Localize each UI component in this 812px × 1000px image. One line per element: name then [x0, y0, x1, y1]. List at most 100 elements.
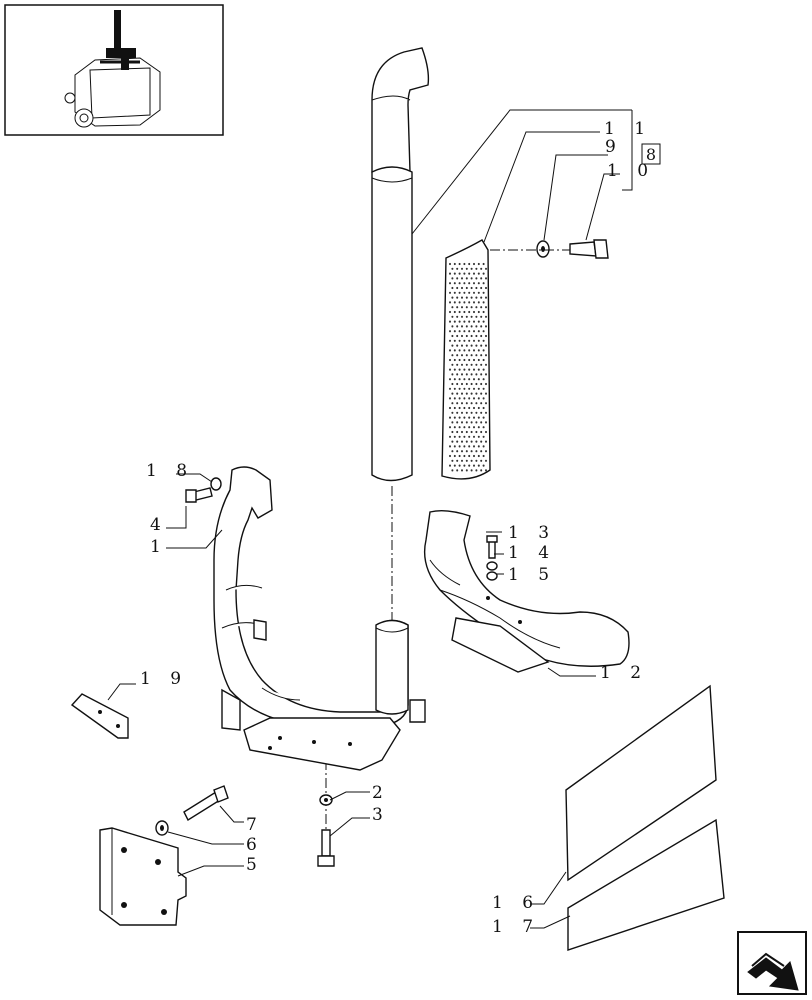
callout-19[interactable]: 1 9	[140, 669, 188, 689]
perforation-hole	[449, 426, 451, 429]
perforation-hole	[470, 306, 473, 309]
perforation-hole	[465, 296, 468, 299]
callout-7[interactable]: 7	[246, 815, 264, 835]
callout-3[interactable]: 3	[372, 805, 390, 825]
perforation-hole	[480, 277, 483, 280]
reference-box-label: 8	[646, 145, 656, 164]
perforation-hole	[456, 402, 459, 405]
perforation-hole	[482, 330, 485, 333]
perforation-hole	[449, 310, 451, 314]
perforation-hole	[451, 296, 454, 299]
perforation-hole	[461, 450, 463, 453]
perforation-hole	[461, 392, 463, 395]
perforation-hole	[477, 397, 480, 400]
perforation-hole	[468, 291, 471, 294]
perforation-hole	[477, 310, 480, 314]
perforation-hole	[453, 272, 456, 275]
perforation-hole	[470, 315, 473, 318]
reference-box[interactable]: 8	[641, 143, 661, 165]
callout-15[interactable]: 1 5	[508, 565, 556, 585]
perforation-hole	[449, 378, 451, 381]
perforation-hole	[475, 402, 478, 405]
flange-bolt	[317, 829, 335, 867]
callout-16[interactable]: 1 6	[492, 893, 540, 913]
perforation-hole	[451, 450, 454, 453]
perforation-hole	[458, 454, 461, 458]
insulation-panel-upper	[565, 684, 717, 882]
perforation-hole	[475, 382, 478, 386]
perforation-hole	[482, 262, 485, 266]
callout-6[interactable]: 6	[246, 835, 264, 855]
perforation-hole	[456, 382, 459, 386]
perforation-hole	[461, 459, 463, 462]
perforation-hole	[451, 354, 454, 357]
callout-5[interactable]: 5	[246, 855, 264, 875]
perforation-hole	[470, 421, 473, 424]
callout-9[interactable]: 9	[605, 137, 623, 157]
callout-17[interactable]: 1 7	[492, 917, 540, 937]
perforation-hole	[458, 464, 461, 467]
perforation-hole	[461, 306, 463, 309]
perforation-hole	[458, 262, 461, 266]
perforation-hole	[485, 430, 487, 434]
perforation-hole	[458, 426, 461, 429]
callout-13[interactable]: 1 3	[508, 523, 556, 543]
perforation-hole	[473, 464, 475, 467]
perforation-hole	[473, 301, 475, 304]
perforation-hole	[475, 325, 478, 328]
perforation-hole	[470, 382, 473, 386]
support-bolt	[183, 785, 229, 822]
engine-location-thumbnail-icon[interactable]	[4, 4, 224, 136]
perforation-hole	[461, 354, 463, 357]
perforation-hole	[480, 382, 483, 386]
perforation-hole	[453, 339, 456, 342]
perforation-hole	[482, 426, 485, 429]
perforation-hole	[449, 320, 451, 323]
callout-2[interactable]: 2	[372, 783, 390, 803]
perforation-hole	[458, 330, 461, 333]
perforation-hole	[477, 262, 480, 266]
perforation-hole	[453, 368, 456, 371]
callout-10[interactable]: 1 0	[607, 161, 655, 181]
callout-11[interactable]: 1 1	[604, 119, 652, 139]
perforation-hole	[482, 387, 485, 390]
perforation-hole	[449, 301, 451, 304]
perforation-hole	[485, 267, 487, 270]
perforation-hole	[468, 301, 471, 304]
perforation-hole	[482, 445, 485, 448]
callout-4[interactable]: 4	[150, 515, 168, 535]
perforation-hole	[485, 392, 487, 395]
callout-12[interactable]: 1 2	[600, 663, 648, 683]
perforation-hole	[465, 411, 468, 414]
perforation-hole	[468, 435, 471, 438]
callout-1[interactable]: 1	[150, 537, 168, 557]
perforation-hole	[458, 282, 461, 285]
perforation-hole	[465, 277, 468, 280]
perforation-hole	[463, 310, 466, 314]
perforation-hole	[480, 344, 483, 347]
perforation-hole	[461, 430, 463, 434]
perforation-hole	[449, 445, 451, 448]
elbow-bolt	[185, 487, 213, 503]
perforation-hole	[468, 358, 471, 362]
perforation-hole	[453, 320, 456, 323]
perforation-hole	[456, 363, 459, 366]
perforation-hole	[482, 310, 485, 314]
perforation-hole	[468, 445, 471, 448]
perforation-hole	[461, 382, 463, 386]
callout-18[interactable]: 1 8	[146, 461, 194, 481]
perforation-hole	[451, 315, 454, 318]
perforation-hole	[463, 272, 466, 275]
perforation-hole	[463, 445, 466, 448]
perforation-hole	[449, 272, 451, 275]
callout-14[interactable]: 1 4	[508, 543, 556, 563]
perforation-hole	[473, 339, 475, 342]
perforation-hole	[453, 358, 456, 362]
perforation-hole	[463, 464, 466, 467]
bracket-bolt	[486, 535, 498, 559]
perforation-hole	[470, 277, 473, 280]
insulation-panel-lower	[567, 818, 725, 951]
perforation-hole	[456, 469, 459, 472]
next-page-arrow-icon[interactable]	[737, 931, 807, 995]
perforation-hole	[456, 440, 459, 443]
